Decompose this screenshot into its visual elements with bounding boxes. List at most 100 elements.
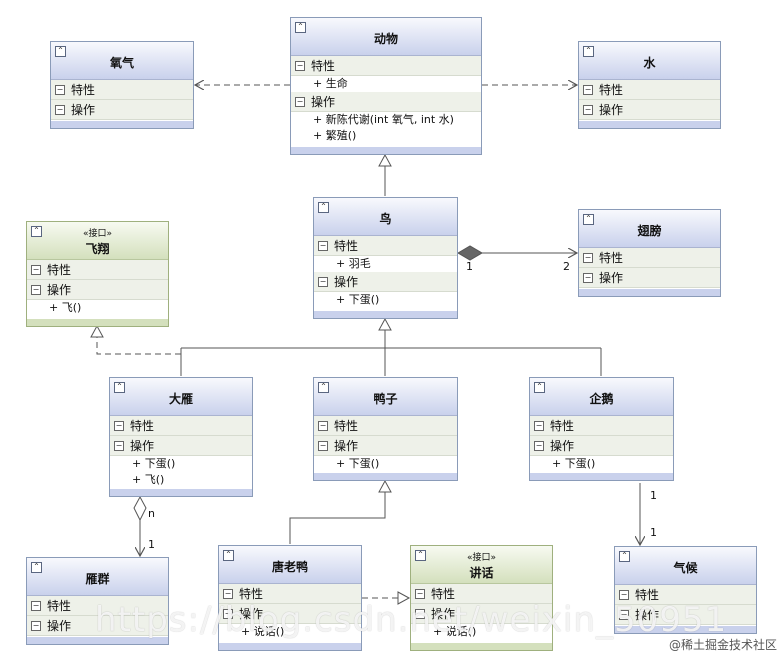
- class-header: ⌃ 动物: [291, 18, 481, 56]
- class-name: 大雁: [168, 392, 193, 406]
- collapse-icon[interactable]: ⌃: [318, 382, 329, 393]
- minus-icon[interactable]: −: [534, 420, 544, 431]
- class-header: ⌃ 企鹅: [530, 378, 673, 416]
- operations-section[interactable]: −操作: [530, 436, 673, 456]
- class-water[interactable]: ⌃ 水 −特性 −操作: [578, 41, 721, 129]
- collapse-icon[interactable]: ⌃: [583, 46, 594, 57]
- interface-header: ⌃ «接口» 讲话: [411, 546, 552, 584]
- interface-name: 飞翔: [85, 242, 110, 256]
- attributes-section[interactable]: −特性: [219, 584, 361, 604]
- realization-arrowhead-fly: [90, 324, 104, 338]
- minus-icon[interactable]: −: [223, 608, 233, 619]
- class-header: ⌃ 水: [579, 42, 720, 80]
- attributes-section[interactable]: −特性: [579, 80, 720, 100]
- collapse-icon[interactable]: ⌃: [318, 202, 329, 213]
- collapse-icon[interactable]: ⌃: [583, 214, 594, 225]
- operations-section[interactable]: −操作: [314, 436, 457, 456]
- class-penguin[interactable]: ⌃ 企鹅 −特性 −操作 + 下蛋(): [529, 377, 674, 481]
- class-climate[interactable]: ⌃ 气候 −特性 −操作: [614, 546, 757, 634]
- class-name: 气候: [673, 561, 698, 575]
- minus-icon[interactable]: −: [583, 252, 593, 263]
- minus-icon[interactable]: −: [534, 440, 544, 451]
- class-name: 鸟: [379, 212, 392, 226]
- interface-speak[interactable]: ⌃ «接口» 讲话 −特性 −操作 + 说话(): [410, 545, 553, 651]
- interface-fly[interactable]: ⌃ «接口» 飞翔 −特性 −操作 + 飞(): [26, 221, 169, 327]
- class-header: ⌃ 大雁: [110, 378, 252, 416]
- minus-icon[interactable]: −: [31, 600, 41, 611]
- minus-icon[interactable]: −: [55, 104, 65, 115]
- operations-section[interactable]: −操作: [110, 436, 252, 456]
- attributes-section[interactable]: −特性: [615, 585, 756, 605]
- minus-icon[interactable]: −: [415, 588, 425, 599]
- minus-icon[interactable]: −: [295, 96, 305, 107]
- minus-icon[interactable]: −: [318, 240, 328, 251]
- class-name: 鸭子: [373, 392, 398, 406]
- collapse-icon[interactable]: ⌃: [619, 551, 630, 562]
- collapse-icon[interactable]: ⌃: [534, 382, 545, 393]
- collapse-icon[interactable]: ⌃: [223, 550, 234, 561]
- minus-icon[interactable]: −: [318, 440, 328, 451]
- attributes-section[interactable]: −特性: [314, 236, 457, 256]
- minus-icon[interactable]: −: [31, 284, 41, 295]
- operations-section[interactable]: −操作: [291, 92, 481, 112]
- attributes-section[interactable]: −特性: [291, 56, 481, 76]
- operations-section[interactable]: −操作: [615, 605, 756, 625]
- minus-icon[interactable]: −: [114, 420, 124, 431]
- operations-section[interactable]: −操作: [579, 268, 720, 288]
- minus-icon[interactable]: −: [31, 264, 41, 275]
- class-animal[interactable]: ⌃ 动物 −特性 + 生命 −操作 + 新陈代谢(int 氧气, int 水) …: [290, 17, 482, 155]
- multiplicity-wing: 2: [563, 260, 570, 273]
- attributes-section[interactable]: −特性: [411, 584, 552, 604]
- interface-name: 讲话: [469, 566, 494, 580]
- operations-section[interactable]: −操作: [27, 280, 168, 300]
- class-bird[interactable]: ⌃ 鸟 −特性 + 羽毛 −操作 + 下蛋(): [313, 197, 458, 319]
- minus-icon[interactable]: −: [415, 608, 425, 619]
- collapse-icon[interactable]: ⌃: [55, 46, 66, 57]
- collapse-icon[interactable]: ⌃: [31, 562, 42, 573]
- class-name: 企鹅: [589, 392, 614, 406]
- attributes-section[interactable]: −特性: [530, 416, 673, 436]
- minus-icon[interactable]: −: [619, 609, 629, 620]
- collapse-icon[interactable]: ⌃: [31, 226, 42, 237]
- minus-icon[interactable]: −: [114, 440, 124, 451]
- collapse-icon[interactable]: ⌃: [114, 382, 125, 393]
- class-tang-duck[interactable]: ⌃ 唐老鸭 −特性 −操作 + 说话(): [218, 545, 362, 651]
- minus-icon[interactable]: −: [295, 60, 305, 71]
- attributes-section[interactable]: −特性: [579, 248, 720, 268]
- class-name: 动物: [373, 32, 398, 46]
- operations-section[interactable]: −操作: [27, 616, 168, 636]
- operation-item: + 新陈代谢(int 氧气, int 水): [291, 112, 481, 128]
- attributes-section[interactable]: −特性: [27, 596, 168, 616]
- minus-icon[interactable]: −: [223, 588, 233, 599]
- operations-section[interactable]: −操作: [411, 604, 552, 624]
- class-duck[interactable]: ⌃ 鸭子 −特性 −操作 + 下蛋(): [313, 377, 458, 481]
- class-header: ⌃ 气候: [615, 547, 756, 585]
- attributes-section[interactable]: −特性: [51, 80, 193, 100]
- minus-icon[interactable]: −: [583, 272, 593, 283]
- class-oxygen[interactable]: ⌃ 氧气 −特性 −操作: [50, 41, 194, 129]
- minus-icon[interactable]: −: [583, 84, 593, 95]
- operation-item: + 飞(): [110, 472, 252, 488]
- attributes-section[interactable]: −特性: [314, 416, 457, 436]
- operations-section[interactable]: −操作: [579, 100, 720, 120]
- multiplicity-penguin: 1: [650, 489, 657, 502]
- interface-stereotype: «接口»: [466, 553, 496, 563]
- class-goose-flock[interactable]: ⌃ 雁群 −特性 −操作: [26, 557, 169, 645]
- operation-item: + 飞(): [27, 300, 168, 316]
- class-wing[interactable]: ⌃ 翅膀 −特性 −操作: [578, 209, 721, 297]
- collapse-icon[interactable]: ⌃: [415, 550, 426, 561]
- operations-section[interactable]: −操作: [314, 272, 457, 292]
- attributes-section[interactable]: −特性: [110, 416, 252, 436]
- minus-icon[interactable]: −: [619, 589, 629, 600]
- minus-icon[interactable]: −: [318, 276, 328, 287]
- minus-icon[interactable]: −: [583, 104, 593, 115]
- minus-icon[interactable]: −: [31, 620, 41, 631]
- attributes-section[interactable]: −特性: [27, 260, 168, 280]
- operations-section[interactable]: −操作: [51, 100, 193, 120]
- minus-icon[interactable]: −: [55, 84, 65, 95]
- minus-icon[interactable]: −: [318, 420, 328, 431]
- class-goose[interactable]: ⌃ 大雁 −特性 −操作 + 下蛋() + 飞(): [109, 377, 253, 497]
- operation-item: + 繁殖(): [291, 128, 481, 144]
- operations-section[interactable]: −操作: [219, 604, 361, 624]
- collapse-icon[interactable]: ⌃: [295, 22, 306, 33]
